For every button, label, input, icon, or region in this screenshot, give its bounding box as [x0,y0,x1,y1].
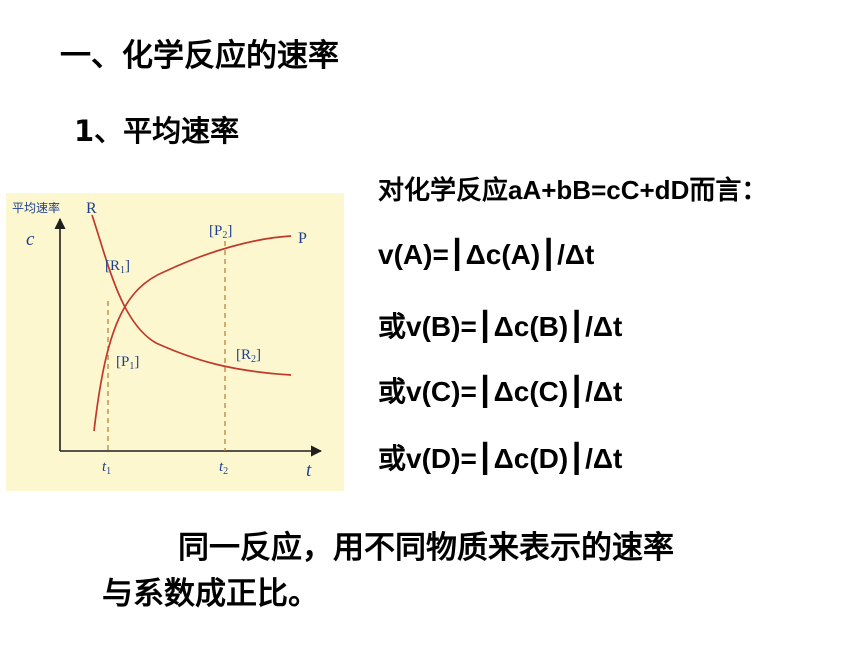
r2-label: [R2] [236,347,261,365]
conclusion-line-2: 与系数成正比。 [102,576,319,612]
r1-label: [R1] [105,258,130,276]
reaction-intro-text: 对化学反应aA+bB=cC+dD而言： [378,175,768,205]
rate-equation-a: v(A)=┃Δc(A)┃/Δt [378,239,595,270]
page-title: 一、化学反应的速率 [60,38,339,74]
x-axis-label: t [306,460,312,481]
conclusion-line-1: 同一反应，用不同物质来表示的速率 [178,530,674,566]
t1-tick-label: t1 [102,459,111,477]
section-heading: 1、平均速率 [74,114,240,148]
y-axis-label: c [26,229,35,250]
product-label: P [298,230,307,247]
concentration-time-graph: 平均速率 c t R P [R1] [P1] [P2] [R2] t1 t2 [6,193,344,491]
product-curve [93,235,292,432]
p1-label: [P1] [116,354,139,372]
reactant-curve [91,214,292,376]
rate-equation-c: 或v(C)=┃Δc(C)┃/Δt [378,376,623,407]
t2-tick-label: t2 [219,459,228,477]
graph-svg: 平均速率 c t R P [R1] [P1] [P2] [R2] t1 t2 [12,200,323,481]
corner-label: 平均速率 [12,200,60,215]
p2-label: [P2] [209,223,232,241]
rate-equation-d: 或v(D)=┃Δc(D)┃/Δt [378,443,623,474]
rate-equation-b: 或v(B)=┃Δc(B)┃/Δt [378,311,623,342]
reactant-label: R [86,200,97,217]
